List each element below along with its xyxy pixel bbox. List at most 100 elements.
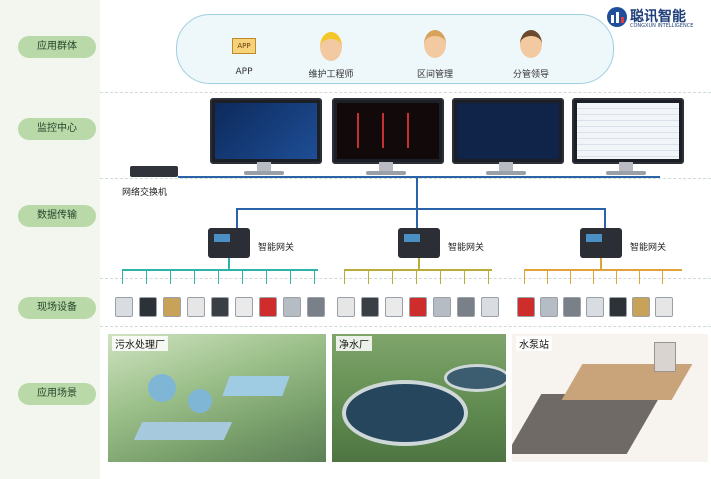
device-drop-line bbox=[392, 270, 393, 284]
field-device-icon bbox=[163, 297, 181, 317]
layer-label-users: 应用群体 bbox=[18, 36, 96, 58]
user-label-app: APP bbox=[235, 67, 253, 77]
engineer-icon bbox=[320, 32, 342, 61]
layer-label-field-devices: 现场设备 bbox=[18, 297, 96, 319]
field-device-icon bbox=[139, 297, 157, 317]
scene-label-sewage: 污水处理厂 bbox=[112, 336, 168, 351]
monitor-dashboard bbox=[210, 98, 322, 164]
field-device-icon bbox=[235, 297, 253, 317]
logo-icon bbox=[607, 7, 627, 27]
device-drop-line bbox=[464, 270, 465, 284]
bus-riser bbox=[418, 258, 420, 270]
scene-pump-station: 水泵站 bbox=[512, 334, 708, 462]
bus-riser bbox=[228, 258, 230, 270]
gateway-link bbox=[604, 208, 606, 228]
field-device-icon bbox=[259, 297, 277, 317]
field-device-icon bbox=[609, 297, 627, 317]
device-drop-line bbox=[440, 270, 441, 284]
user-label-leader: 分管领导 bbox=[512, 70, 549, 80]
field-device-icon bbox=[655, 297, 673, 317]
backbone-line bbox=[178, 176, 660, 178]
gateway-link bbox=[416, 208, 418, 228]
monitor-base bbox=[606, 171, 646, 175]
device-bus-3 bbox=[524, 269, 682, 271]
device-drop-line bbox=[368, 270, 369, 284]
gateway-label-3: 智能网关 bbox=[630, 243, 667, 253]
backbone-drop bbox=[416, 176, 418, 210]
device-drop-line bbox=[570, 270, 571, 284]
row-divider bbox=[100, 178, 711, 179]
bus-riser bbox=[600, 258, 602, 270]
brand-subtitle: CONGXUN INTELLIGENCE bbox=[630, 23, 694, 29]
device-drop-line bbox=[314, 270, 315, 284]
device-drop-line bbox=[524, 270, 525, 284]
monitor-base bbox=[244, 171, 284, 175]
device-drop-line bbox=[242, 270, 243, 284]
field-device-icon bbox=[337, 297, 355, 317]
device-drop-line bbox=[662, 270, 663, 284]
field-device-icon bbox=[563, 297, 581, 317]
monitor-stand bbox=[619, 162, 633, 172]
scene-label-pump: 水泵站 bbox=[516, 336, 552, 351]
monitor-base bbox=[366, 171, 406, 175]
device-drop-line bbox=[416, 270, 417, 284]
user-label-manager: 区间管理 bbox=[416, 70, 453, 80]
scene-label-water: 净水厂 bbox=[336, 336, 372, 351]
gateway-link bbox=[236, 208, 238, 228]
device-drop-line bbox=[290, 270, 291, 284]
network-switch-label: 网络交换机 bbox=[122, 188, 168, 198]
scene-sewage-plant: 污水处理厂 bbox=[108, 334, 326, 462]
device-drop-line bbox=[616, 270, 617, 284]
field-device-icon bbox=[409, 297, 427, 317]
device-drop-line bbox=[194, 270, 195, 284]
layer-label-scenes: 应用场景 bbox=[18, 383, 96, 405]
field-device-icon bbox=[457, 297, 475, 317]
field-device-icon bbox=[115, 297, 133, 317]
gateway-icon bbox=[208, 228, 250, 258]
device-drop-line bbox=[266, 270, 267, 284]
field-device-icon bbox=[481, 297, 499, 317]
layer-label-transmission: 数据传输 bbox=[18, 205, 96, 227]
field-device-icon bbox=[361, 297, 379, 317]
gateway-distribution-line bbox=[236, 208, 606, 210]
field-device-icon bbox=[632, 297, 650, 317]
monitor-alarm-grid bbox=[452, 98, 564, 164]
layer-band-column bbox=[0, 0, 100, 479]
gateway-icon bbox=[398, 228, 440, 258]
device-drop-line bbox=[122, 270, 123, 284]
layer-label-monitoring: 监控中心 bbox=[18, 118, 96, 140]
network-switch-icon bbox=[130, 166, 178, 177]
device-bus-2 bbox=[344, 269, 492, 271]
monitor-topology bbox=[332, 98, 444, 164]
row-divider bbox=[100, 326, 711, 327]
gateway-icon bbox=[580, 228, 622, 258]
row-divider bbox=[100, 92, 711, 93]
field-device-icon bbox=[187, 297, 205, 317]
monitor-base bbox=[486, 171, 526, 175]
device-drop-line bbox=[344, 270, 345, 284]
manager-icon bbox=[424, 30, 446, 58]
field-device-icon bbox=[385, 297, 403, 317]
monitor-stand bbox=[379, 162, 393, 172]
app-icon: APP bbox=[232, 38, 256, 54]
brand-name: 聪讯智能 bbox=[630, 9, 686, 25]
field-device-icon bbox=[283, 297, 301, 317]
device-drop-line bbox=[488, 270, 489, 284]
leader-icon bbox=[520, 30, 542, 58]
device-drop-line bbox=[218, 270, 219, 284]
monitor-stand bbox=[257, 162, 271, 172]
device-drop-line bbox=[639, 270, 640, 284]
field-device-icon bbox=[586, 297, 604, 317]
device-bus-1 bbox=[122, 269, 318, 271]
field-device-icon bbox=[211, 297, 229, 317]
scene-water-plant: 净水厂 bbox=[332, 334, 506, 462]
user-label-engineer: 维护工程师 bbox=[308, 70, 354, 80]
field-device-icon bbox=[517, 297, 535, 317]
device-drop-line bbox=[170, 270, 171, 284]
device-drop-line bbox=[146, 270, 147, 284]
device-drop-line bbox=[547, 270, 548, 284]
field-device-icon bbox=[540, 297, 558, 317]
field-device-icon bbox=[307, 297, 325, 317]
row-divider bbox=[100, 278, 711, 279]
gateway-label-2: 智能网关 bbox=[448, 243, 485, 253]
